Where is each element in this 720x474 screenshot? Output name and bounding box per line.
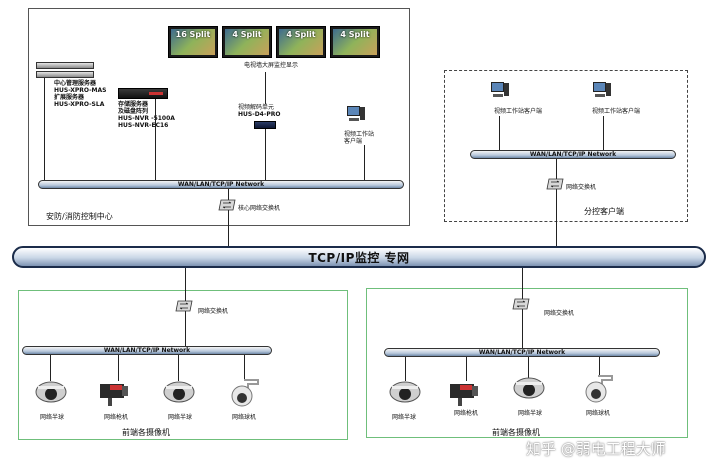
link-left-cam2: [118, 355, 119, 381]
bullet-camera-icon: [450, 384, 478, 406]
management-server-icon: [36, 62, 94, 69]
branch-pc-icon-1: [491, 82, 509, 97]
management-server-label-2: HUS-XPRO-MAS: [54, 87, 107, 94]
management-server-label-4: HUS-XPRO-SLA: [54, 101, 105, 108]
right-camera-label-2: 网络枪机: [454, 410, 479, 417]
control-center-box: [28, 8, 410, 226]
decoder-icon: [254, 121, 276, 129]
ptz-camera-icon: [585, 375, 613, 403]
link-right-cam4: [599, 357, 600, 377]
decoder-label-1: 视频解码单元: [238, 104, 275, 111]
right-front-title: 前端各摄像机: [492, 428, 540, 437]
center-network-bus: WAN/LAN/TCP/IP Network: [38, 180, 404, 189]
workstation-label-2: 客户端: [344, 138, 363, 145]
front-cameras-box-right: [366, 288, 688, 438]
storage-server-label-4: HUS-NVR-EC16: [118, 122, 169, 129]
branch-client-title: 分控客户端: [584, 207, 624, 216]
storage-server-label-2: 及磁盘阵列: [118, 108, 149, 115]
branch-client-label-2: 视频工作站客户端: [592, 108, 641, 115]
control-center-title: 安防/消防控制中心: [46, 212, 113, 221]
decoder-label-2: HUS-D4-PRO: [238, 111, 281, 118]
left-network-bus: WAN/LAN/TCP/IP Network: [22, 346, 272, 355]
left-switch-label: 网络交换机: [198, 308, 229, 315]
left-camera-label-4: 网络球机: [232, 414, 257, 421]
left-camera-label-3: 网络半球: [168, 414, 193, 421]
dome-camera-icon: [389, 381, 421, 403]
workstation-pc-icon: [347, 106, 365, 121]
branch-pc-icon-2: [593, 82, 611, 97]
expansion-server-icon: [36, 71, 94, 78]
workstation-label-1: 视频工作站: [344, 131, 375, 138]
link-right-cam2: [466, 357, 467, 381]
left-front-title: 前端各摄像机: [122, 428, 170, 437]
right-switch-icon: [512, 298, 530, 310]
storage-server-label-3: HUS-NVR -5100A: [118, 115, 175, 122]
management-server-label-1: 中心管理服务器: [54, 80, 97, 87]
left-switch-icon: [175, 300, 193, 312]
link-branch-switch: [556, 159, 557, 246]
dome-camera-icon: [163, 381, 195, 403]
right-switch-label: 网络交换机: [544, 310, 575, 317]
link-workstation: [364, 145, 365, 180]
link-center-switch: [228, 189, 229, 246]
link-left-cam1: [50, 355, 51, 381]
link-branch-pc1: [499, 116, 500, 150]
watermark: 知乎 @弱电工程大师: [526, 440, 666, 458]
link-left-cam4: [244, 355, 245, 379]
right-network-bus: WAN/LAN/TCP/IP Network: [384, 348, 660, 357]
monitor-4-split-2: 4 Split: [276, 26, 326, 58]
right-camera-label-3: 网络半球: [518, 410, 543, 417]
link-wall-decoder: [265, 72, 266, 104]
monitor-16-split: 16 Split: [168, 26, 218, 58]
branch-switch-label: 网络交换机: [566, 184, 597, 191]
storage-nvr-icon: [118, 88, 168, 99]
link-branch-pc2: [603, 116, 604, 150]
tcpip-backbone-bus: TCP/IP监控 专网: [12, 246, 706, 268]
left-camera-label-1: 网络半球: [40, 414, 65, 421]
ptz-camera-icon: [231, 379, 259, 407]
branch-network-bus: WAN/LAN/TCP/IP Network: [470, 150, 676, 159]
link-left-cam3: [178, 355, 179, 381]
monitor-4-split-3: 4 Split: [330, 26, 380, 58]
left-camera-label-2: 网络枪机: [104, 414, 129, 421]
front-cameras-box-left: [18, 290, 348, 440]
bullet-camera-icon: [100, 384, 128, 406]
core-switch-label: 核心网络交换机: [238, 205, 281, 212]
branch-client-label-1: 视频工作站客户端: [494, 108, 543, 115]
link-server2: [155, 99, 156, 180]
right-camera-label-4: 网络球机: [586, 410, 611, 417]
dome-camera-icon: [513, 377, 545, 399]
dome-camera-icon: [35, 381, 67, 403]
branch-client-box: [444, 70, 688, 222]
link-right-cam1: [405, 357, 406, 381]
link-decoder: [265, 129, 266, 180]
branch-switch-icon: [546, 178, 564, 190]
monitor-4-split-1: 4 Split: [222, 26, 272, 58]
storage-server-label-1: 存储服务器: [118, 101, 149, 108]
video-wall-label: 电视墙大屏监控显示: [244, 62, 299, 69]
core-switch-icon: [218, 199, 236, 211]
management-server-label-3: 扩展服务器: [54, 94, 85, 101]
right-camera-label-1: 网络半球: [392, 414, 417, 421]
link-server1: [44, 78, 45, 180]
link-right-cam3: [528, 357, 529, 379]
